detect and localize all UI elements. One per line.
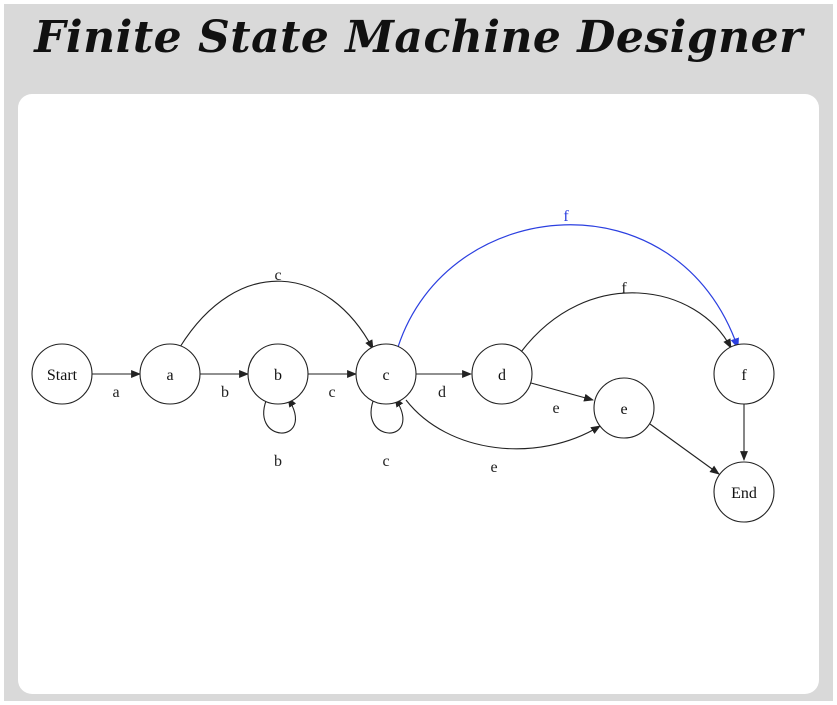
state-a-label: a (166, 367, 173, 384)
state-f[interactable] (713, 343, 775, 405)
label-b-c: c (328, 384, 335, 401)
state-end[interactable] (713, 461, 775, 523)
fsm-diagram[interactable]: a b c d c b c e e f f (18, 94, 819, 694)
edge-c-e[interactable] (405, 399, 601, 450)
edge-d-e[interactable] (530, 382, 594, 402)
state-c-label: c (382, 367, 389, 384)
label-c-d: d (438, 384, 446, 401)
edge-a-c[interactable] (179, 280, 374, 350)
state-e-label: e (620, 401, 627, 418)
label-b-loop: b (274, 453, 282, 470)
state-c[interactable] (355, 343, 417, 405)
state-f-label: f (741, 367, 747, 384)
state-b-label: b (274, 367, 282, 384)
edge-e-end[interactable] (649, 423, 720, 475)
label-c-f: f (563, 208, 569, 225)
app-frame: Finite State Machine Designer (4, 4, 833, 701)
label-start-a: a (112, 384, 119, 401)
state-a[interactable] (139, 343, 201, 405)
label-c-e: e (490, 459, 497, 476)
label-a-b: b (221, 384, 229, 401)
diagram-canvas[interactable]: a b c d c b c e e f f (18, 94, 819, 694)
state-start-label: Start (47, 367, 78, 384)
edge-b-loop[interactable] (263, 395, 297, 434)
edge-d-f[interactable] (520, 292, 732, 353)
state-end-label: End (731, 485, 757, 502)
label-c-loop: c (382, 453, 389, 470)
label-d-f: f (621, 280, 627, 297)
label-d-e: e (552, 400, 559, 417)
state-d[interactable] (471, 343, 533, 405)
label-a-c: c (274, 267, 281, 284)
edge-c-loop[interactable] (370, 395, 404, 434)
state-start[interactable] (31, 343, 93, 405)
edge-c-f[interactable] (397, 224, 739, 350)
app-title: Finite State Machine Designer (34, 12, 803, 63)
state-e[interactable] (593, 377, 655, 439)
state-d-label: d (498, 367, 506, 384)
state-b[interactable] (247, 343, 309, 405)
